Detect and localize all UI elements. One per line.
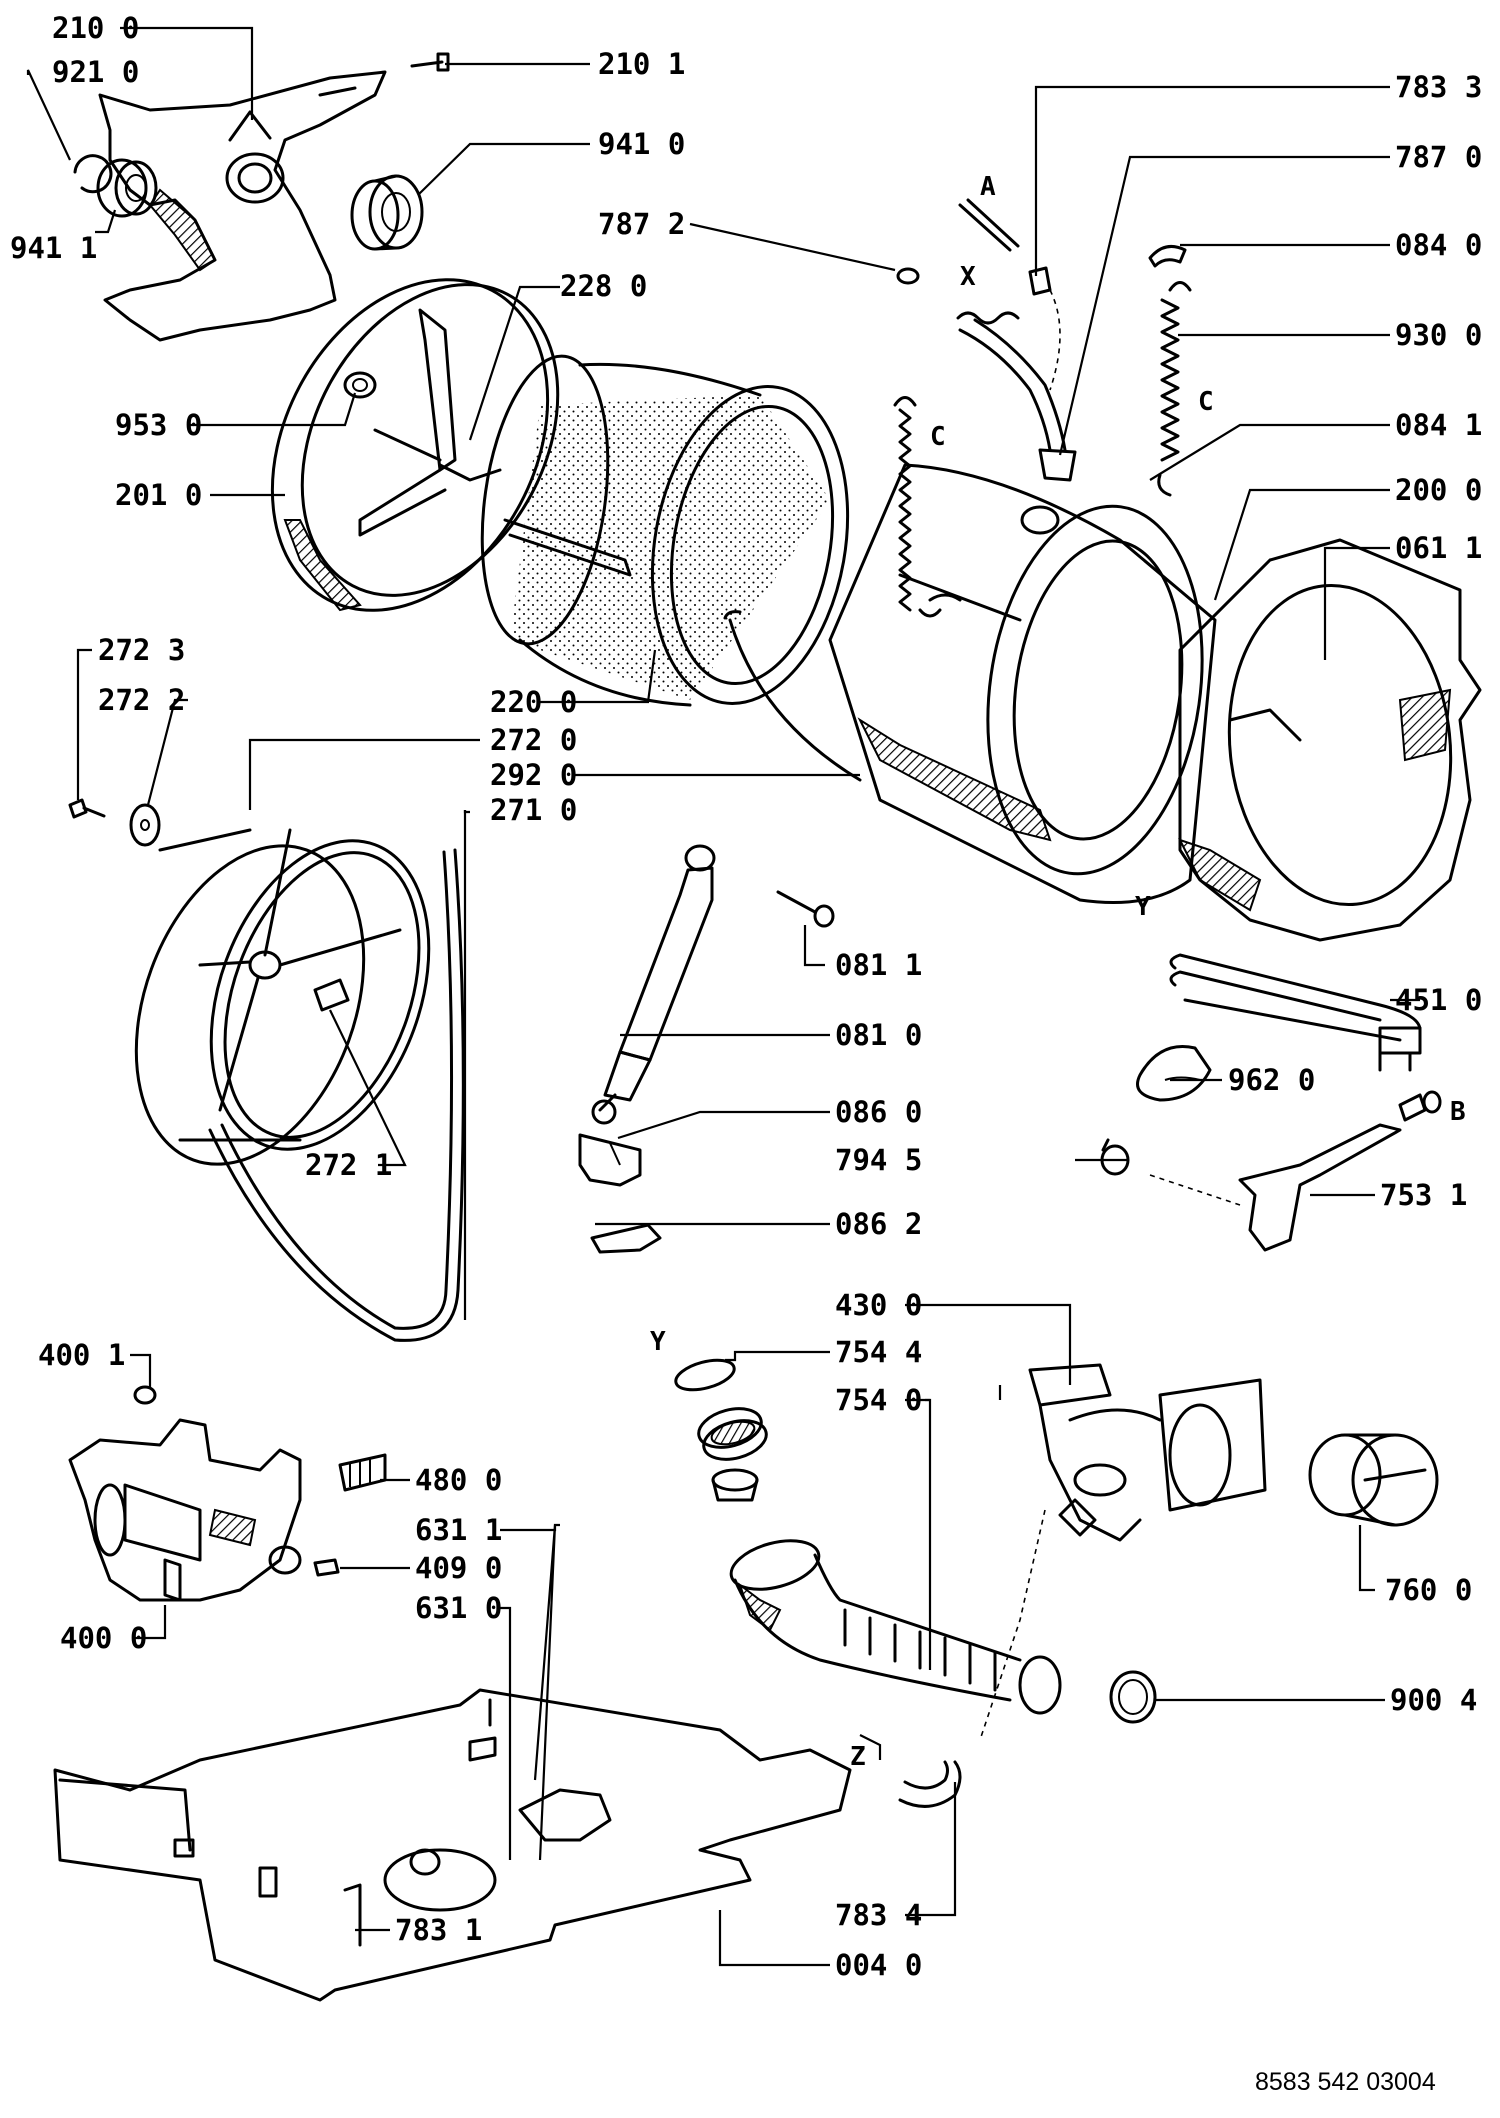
spring-left-drawing	[893, 396, 942, 618]
small-bearing-drawing	[96, 158, 158, 218]
sump-ring-drawing	[674, 1358, 736, 1392]
drum-drawing	[480, 354, 850, 707]
label-794-5: 794 5	[835, 1143, 922, 1177]
shock-clip-drawing	[590, 1223, 662, 1254]
label-200-0: 200 0	[1395, 473, 1482, 507]
heating-element-drawing	[1169, 953, 1422, 1072]
z-hose-drawing	[898, 1509, 1046, 1808]
shock-bracket-drawing	[578, 1133, 642, 1187]
label-787-2: 787 2	[598, 207, 685, 241]
label-400-0: 400 0	[60, 1621, 147, 1655]
label-900-4: 900 4	[1390, 1683, 1477, 1717]
label-941-1: 941 1	[10, 231, 97, 265]
label-272-2: 272 2	[98, 683, 185, 717]
label-210-0: 210 0	[52, 11, 139, 45]
letter-b: B	[1450, 1097, 1466, 1127]
label-272-0: 272 0	[490, 723, 577, 757]
label-081-1: 081 1	[835, 948, 922, 982]
hose-clamp-drawing	[1109, 1670, 1157, 1724]
letter-z: Z	[850, 1742, 866, 1772]
label-400-1: 400 1	[38, 1338, 125, 1372]
label-754-0: 754 0	[835, 1383, 922, 1417]
label-004-0: 004 0	[835, 1948, 922, 1982]
large-bearing-drawing	[350, 174, 424, 251]
letter-c-right: C	[1198, 387, 1214, 417]
gasket-wire-drawing	[723, 610, 862, 782]
label-921-0: 921 0	[52, 55, 139, 89]
label-962-0: 962 0	[1228, 1063, 1315, 1097]
connection-letters: A X C C Y B Y Z	[650, 172, 1466, 1772]
label-086-2: 086 2	[835, 1207, 922, 1241]
shock-pin-drawing	[776, 890, 835, 928]
pulley-bolt-drawing	[68, 798, 106, 819]
label-061-1: 061 1	[1395, 531, 1482, 565]
label-631-0: 631 0	[415, 1591, 502, 1625]
leader-lines	[26, 26, 1420, 1967]
motor-connector-drawing	[338, 1453, 387, 1492]
drain-pump-drawing	[1028, 1363, 1267, 1542]
letter-x: X	[960, 262, 976, 292]
drive-belt-drawing	[208, 848, 465, 1342]
label-783-4: 783 4	[835, 1898, 922, 1932]
label-272-1: 272 1	[305, 1148, 392, 1182]
nozzle-drawing	[1028, 266, 1061, 391]
label-754-4: 754 4	[835, 1335, 922, 1369]
label-081-0: 081 0	[835, 1018, 922, 1052]
sump-valve-drawing	[697, 1407, 768, 1461]
circlip-drawing	[73, 154, 113, 194]
pump-filter-drawing	[1308, 1433, 1439, 1527]
part-number-labels: 210 0 921 0 941 1 210 1 941 0 228 0 953 …	[10, 11, 1482, 1982]
pulley-washer-drawing	[129, 803, 161, 847]
rod-a-drawing	[958, 198, 1020, 252]
label-760-0: 760 0	[1385, 1573, 1472, 1607]
small-clamp-drawing	[896, 267, 920, 285]
label-941-0: 941 0	[598, 127, 685, 161]
label-631-1: 631 1	[415, 1513, 502, 1547]
label-220-0: 220 0	[490, 685, 577, 719]
base-tray-drawing	[53, 1688, 852, 2002]
letter-c-left: C	[930, 422, 946, 452]
spring-clip-drawing	[1148, 244, 1187, 268]
label-451-0: 451 0	[1395, 983, 1482, 1017]
shock-absorber-drawing	[591, 844, 716, 1125]
front-tub-drawing	[828, 463, 1217, 904]
label-272-3: 272 3	[98, 633, 185, 667]
label-953-0: 953 0	[115, 408, 202, 442]
tripod-spider-drawing	[98, 70, 387, 342]
label-783-3: 783 3	[1395, 70, 1482, 104]
label-783-1: 783 1	[395, 1913, 482, 1947]
label-787-0: 787 0	[1395, 140, 1482, 174]
front-bracket-drawing	[1178, 538, 1482, 942]
level-holder-drawing	[1149, 1090, 1442, 1252]
letter-y-sump: Y	[650, 1327, 666, 1357]
drum-pulley-drawing	[134, 828, 431, 1166]
sump-cap-drawing	[711, 1468, 759, 1502]
bellows-hose-drawing	[956, 311, 1077, 482]
label-480-0: 480 0	[415, 1463, 502, 1497]
spring-right-drawing	[1157, 281, 1192, 497]
label-930-0: 930 0	[1395, 318, 1482, 352]
label-292-0: 292 0	[490, 758, 577, 792]
label-210-1: 210 1	[598, 47, 685, 81]
label-084-1: 084 1	[1395, 408, 1482, 442]
sump-hose-drawing	[729, 1539, 1062, 1715]
diagram-code: 8583 542 03004	[1255, 2068, 1436, 2096]
motor-drawing	[68, 1385, 302, 1602]
small-connector-drawing	[313, 1558, 340, 1577]
plug-drawing	[1100, 1138, 1130, 1176]
label-753-1: 753 1	[1380, 1178, 1467, 1212]
label-228-0: 228 0	[560, 269, 647, 303]
label-271-0: 271 0	[490, 793, 577, 827]
screw-top-drawing	[410, 52, 450, 72]
letter-a: A	[980, 172, 996, 202]
label-430-0: 430 0	[835, 1288, 922, 1322]
label-409-0: 409 0	[415, 1551, 502, 1585]
rear-tub-drawing	[270, 278, 560, 612]
label-084-0: 084 0	[1395, 228, 1482, 262]
label-086-0: 086 0	[835, 1095, 922, 1129]
label-201-0: 201 0	[115, 478, 202, 512]
letter-y-tub: Y	[1135, 892, 1151, 922]
ntc-sensor-drawing	[1136, 1045, 1212, 1102]
